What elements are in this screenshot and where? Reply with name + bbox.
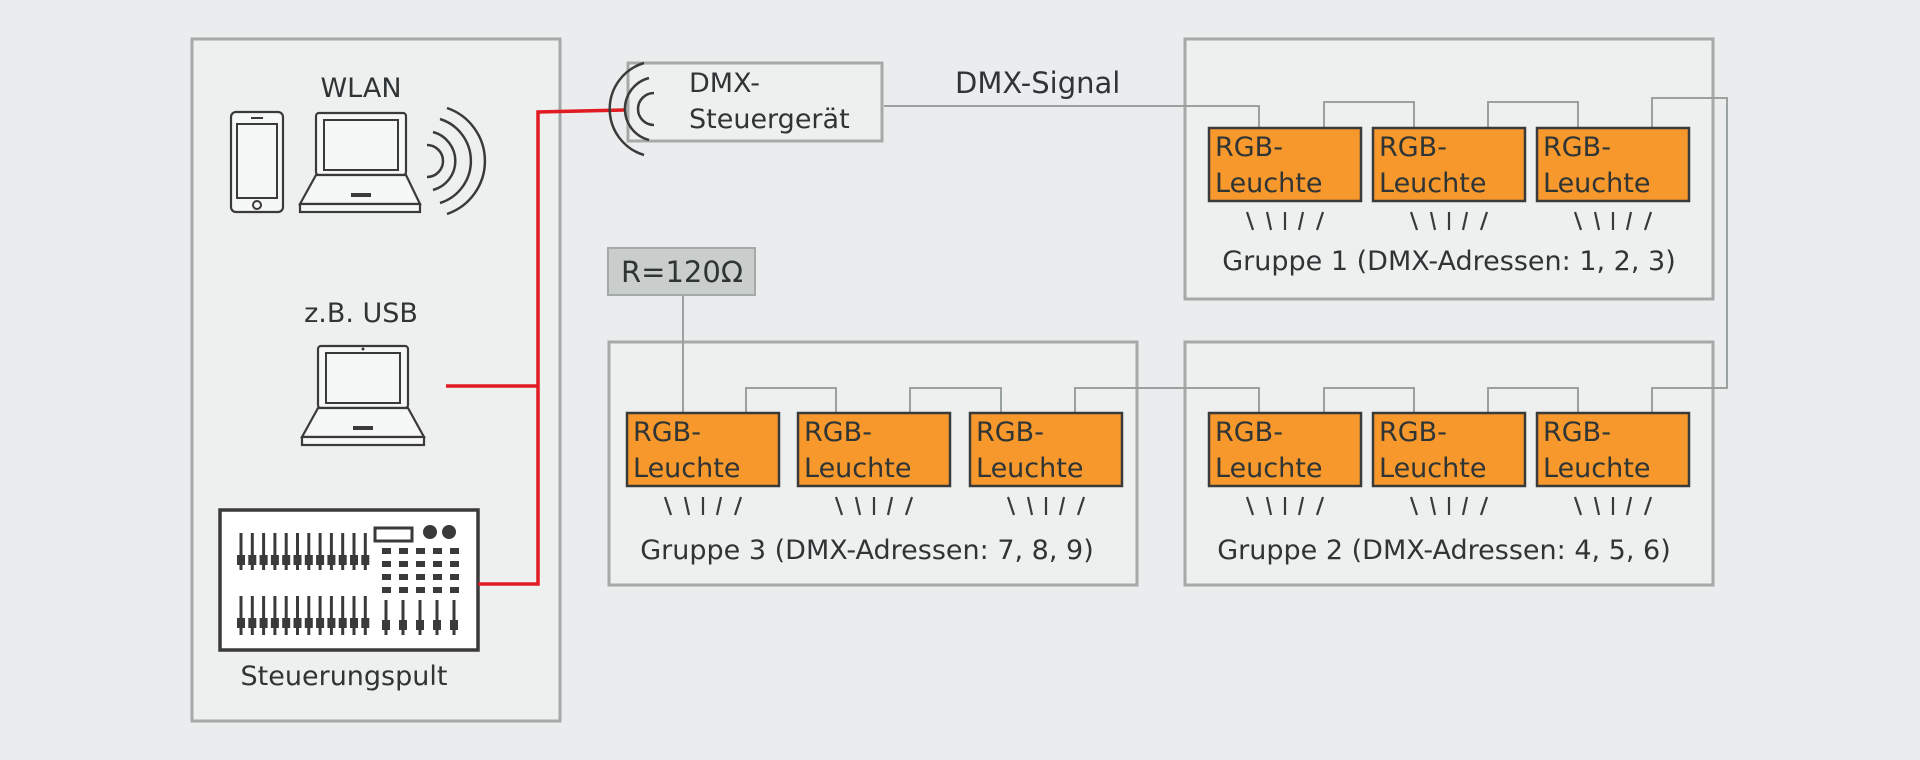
light-rays-icon — [663, 496, 743, 516]
group-3-label: Gruppe 3 (DMX-Adressen: 7, 8, 9) — [640, 535, 1093, 566]
rgb-light-label-line1: RGB- — [1215, 132, 1283, 163]
light-rays-icon — [1573, 496, 1653, 516]
lighting-console-icon — [218, 508, 480, 652]
rgb-light: RGB- Leuchte — [796, 411, 952, 516]
rgb-light-label-line2: Leuchte — [976, 453, 1083, 484]
laptop-usb-icon — [300, 344, 426, 447]
rgb-light-label-line1: RGB- — [1215, 417, 1283, 448]
light-rays-icon — [1245, 211, 1325, 231]
controller-label-line2: Steuergerät — [689, 104, 850, 135]
usb-connection-wire — [446, 108, 625, 586]
wifi-waves-icon — [426, 106, 487, 216]
dmx-signal-label: DMX-Signal — [955, 66, 1120, 100]
light-rays-icon — [1006, 496, 1086, 516]
rgb-light: RGB- Leuchte — [1207, 126, 1363, 231]
rgb-light: RGB- Leuchte — [1371, 411, 1527, 516]
rgb-light-label-line2: Leuchte — [1379, 168, 1486, 199]
rgb-light-label-line1: RGB- — [1543, 417, 1611, 448]
group-1-label: Gruppe 1 (DMX-Adressen: 1, 2, 3) — [1222, 246, 1675, 277]
rgb-light: RGB- Leuchte — [1535, 411, 1691, 516]
rgb-light: RGB- Leuchte — [968, 411, 1124, 516]
light-rays-icon — [1245, 496, 1325, 516]
light-rays-icon — [1409, 211, 1489, 231]
rgb-light: RGB- Leuchte — [625, 411, 781, 516]
rgb-light-label-line2: Leuchte — [804, 453, 911, 484]
usb-label: z.B. USB — [304, 298, 418, 329]
light-rays-icon — [834, 496, 914, 516]
light-rays-icon — [1409, 496, 1489, 516]
laptop-wlan-icon — [298, 111, 422, 214]
rgb-light-label-line1: RGB- — [633, 417, 701, 448]
dmx-signal-wire — [682, 97, 1728, 413]
controller-antenna-icon — [608, 61, 655, 157]
dmx-controller-box — [626, 61, 884, 143]
rgb-light-label-line2: Leuchte — [1215, 168, 1322, 199]
controller-label-line1: DMX- — [689, 68, 760, 99]
rgb-light-label-line2: Leuchte — [633, 453, 740, 484]
rgb-light: RGB- Leuchte — [1535, 126, 1691, 231]
rgb-light-label-line2: Leuchte — [1379, 453, 1486, 484]
smartphone-icon — [229, 110, 285, 214]
terminator-label: R=120Ω — [621, 255, 743, 289]
rgb-light: RGB- Leuchte — [1207, 411, 1363, 516]
group-2-label: Gruppe 2 (DMX-Adressen: 4, 5, 6) — [1217, 535, 1670, 566]
rgb-light-label-line1: RGB- — [1379, 132, 1447, 163]
rgb-light-label-line2: Leuchte — [1215, 453, 1322, 484]
rgb-light-label-line2: Leuchte — [1543, 168, 1650, 199]
terminator-resistor — [607, 247, 756, 296]
rgb-light-label-line1: RGB- — [804, 417, 872, 448]
light-rays-icon — [1573, 211, 1653, 231]
wlan-label: WLAN — [320, 73, 401, 104]
rgb-light-label-line1: RGB- — [976, 417, 1044, 448]
rgb-light-label-line1: RGB- — [1543, 132, 1611, 163]
console-label: Steuerungspult — [241, 661, 448, 692]
rgb-light-label-line2: Leuchte — [1543, 453, 1650, 484]
rgb-light-label-line1: RGB- — [1379, 417, 1447, 448]
rgb-light: RGB- Leuchte — [1371, 126, 1527, 231]
